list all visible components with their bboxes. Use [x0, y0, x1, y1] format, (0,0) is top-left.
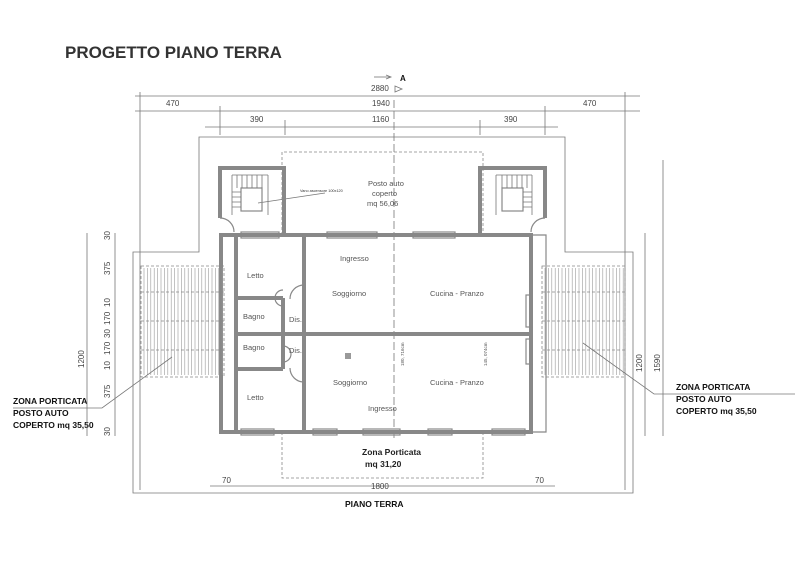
posto-auto-label-1: Posto auto [368, 179, 404, 188]
dim-left-seg: 10 [103, 298, 112, 307]
dim-total: 2880 [371, 84, 389, 93]
wall-note-2: 145, 074cm [483, 342, 488, 366]
dim-left-seg: 30 [103, 427, 112, 436]
porch-right [541, 265, 626, 378]
dim-left-seg: 170 [103, 341, 112, 355]
right-dimensions: 1200 1590 [635, 160, 664, 436]
section-marker-label: A [400, 74, 406, 83]
posto-auto-label-2: coperto [372, 189, 397, 198]
zona-porticata-right-label-2: POSTO AUTO [676, 394, 732, 404]
site-outline [132, 136, 634, 494]
top-dimensions: 2880 470 1940 470 390 1160 390 [135, 84, 640, 490]
bottom-dimensions: 70 1800 70 [210, 476, 555, 491]
plan-title: PROGETTO PIANO TERRA [65, 43, 282, 62]
dim-left-seg: 30 [103, 329, 112, 338]
stair-right [478, 166, 547, 235]
dim-left-seg: 30 [103, 231, 112, 240]
dim-left-seg: 375 [103, 384, 112, 398]
dim-second-left: 390 [250, 115, 264, 124]
room-soggiorno-bottom: Soggiorno [333, 378, 367, 387]
dim-bottom-right: 70 [535, 476, 544, 485]
dim-top-center: 1940 [372, 99, 390, 108]
dim-left-seg: 170 [103, 311, 112, 325]
zona-porticata-front-label-2: mq 31,20 [365, 459, 402, 469]
zona-porticata-left-label-1: ZONA PORTICATA [13, 396, 87, 406]
room-ingresso-bottom: Ingresso [368, 404, 397, 413]
room-letto-top: Letto [247, 271, 264, 280]
room-dis-top: Dis. [289, 315, 302, 324]
room-ingresso-top: Ingresso [340, 254, 369, 263]
room-cucina-top: Cucina - Pranzo [430, 289, 484, 298]
vano-ascensore-label: Vano ascensore 100x120 [300, 189, 343, 193]
room-cucina-bottom: Cucina - Pranzo [430, 378, 484, 387]
room-letto-bottom: Letto [247, 393, 264, 402]
plan-label: PIANO TERRA [345, 499, 404, 509]
zona-porticata-front-area [281, 432, 484, 479]
zona-porticata-right-label-3: COPERTO mq 35,50 [676, 406, 757, 416]
zona-porticata-left-label-3: COPERTO mq 35,50 [13, 420, 94, 430]
zona-porticata-front-label-1: Zona Porticata [362, 447, 421, 457]
porch-left [140, 265, 225, 378]
room-dis-bottom: Dis. [289, 346, 302, 355]
dim-left-seg: 375 [103, 261, 112, 275]
dim-right-1: 1200 [635, 354, 644, 372]
section-marker: A [374, 74, 406, 93]
wall-note-1: 180, 716cm [400, 342, 405, 366]
zona-porticata-left-label-2: POSTO AUTO [13, 408, 69, 418]
stair-left [218, 166, 286, 235]
dim-left-total: 1200 [77, 350, 86, 368]
posto-auto-label-3: mq 56,06 [367, 199, 398, 208]
room-bagno-top: Bagno [243, 312, 265, 321]
dim-bottom-left: 70 [222, 476, 231, 485]
left-dimensions: 1200 30 375 10 170 30 170 10 375 30 [77, 231, 116, 436]
dim-second-center: 1160 [372, 115, 390, 124]
dim-left-seg: 10 [103, 361, 112, 370]
dim-second-right: 390 [504, 115, 518, 124]
zona-porticata-right-label-1: ZONA PORTICATA [676, 382, 750, 392]
dim-bottom-center: 1800 [371, 482, 389, 491]
dim-top-left: 470 [166, 99, 180, 108]
room-soggiorno-top: Soggiorno [332, 289, 366, 298]
room-bagno-bottom: Bagno [243, 343, 265, 352]
dim-right-2: 1590 [653, 354, 662, 372]
dim-top-right: 470 [583, 99, 597, 108]
house-walls [219, 231, 547, 436]
